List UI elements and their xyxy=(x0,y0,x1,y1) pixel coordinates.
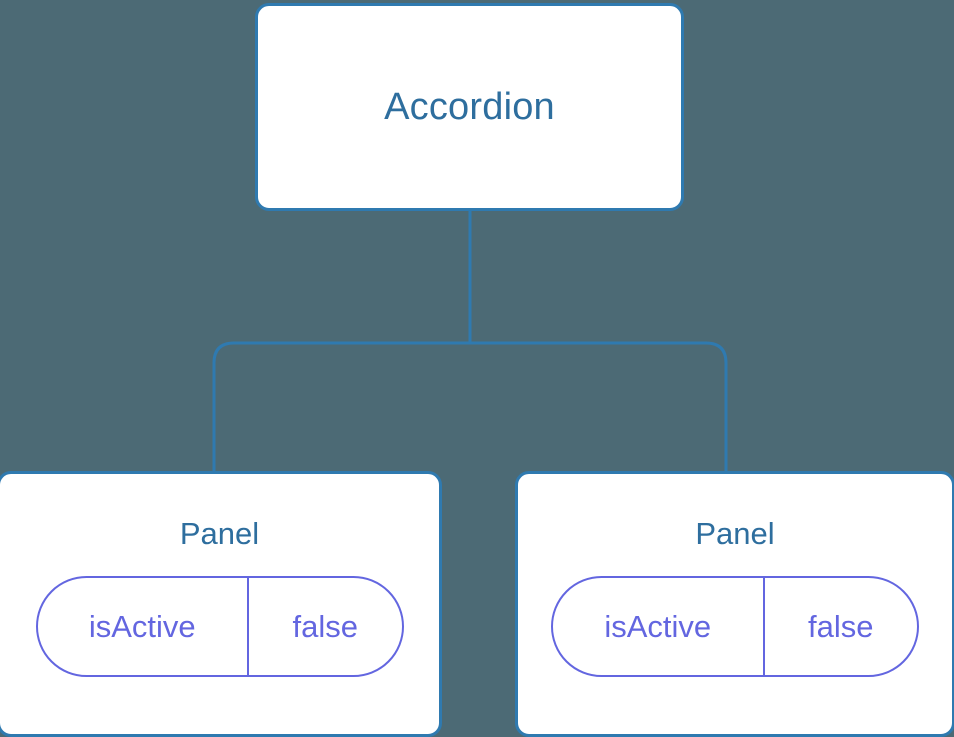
node-panel-0[interactable]: Panel isActive false xyxy=(0,471,442,737)
node-panel-0-title: Panel xyxy=(179,516,260,551)
node-accordion-title: Accordion xyxy=(384,86,555,128)
node-panel-1-state-key: isActive xyxy=(553,578,765,675)
connector-branch-right xyxy=(470,341,728,474)
node-panel-1[interactable]: Panel isActive false xyxy=(515,471,954,737)
node-panel-0-state-key: isActive xyxy=(38,578,250,675)
connector-branch-left xyxy=(212,341,470,474)
node-panel-1-title: Panel xyxy=(695,516,775,551)
node-panel-1-state-pill[interactable]: isActive false xyxy=(551,576,919,677)
node-panel-0-state-pill[interactable]: isActive false xyxy=(35,576,404,677)
node-panel-0-state-value: false xyxy=(292,609,358,644)
node-panel-1-state-value: false xyxy=(808,609,874,644)
node-accordion[interactable]: Accordion xyxy=(255,3,684,211)
